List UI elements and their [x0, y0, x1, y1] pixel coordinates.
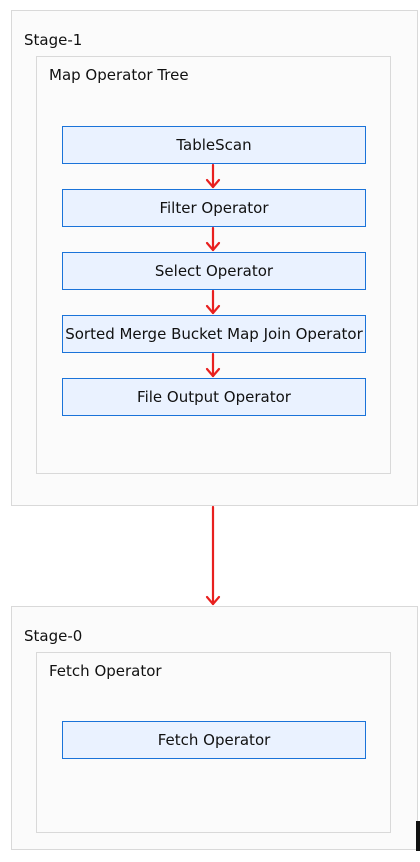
stage-0-title: Stage-0 [24, 627, 83, 645]
operator-select[interactable]: Select Operator [62, 252, 366, 290]
operator-smb-map-join[interactable]: Sorted Merge Bucket Map Join Operator [62, 315, 366, 353]
scrollbar-edge [416, 821, 420, 851]
map-operator-tree-title: Map Operator Tree [49, 66, 189, 84]
arrow-stage1-to-stage0 [205, 505, 221, 606]
operator-filter[interactable]: Filter Operator [62, 189, 366, 227]
fetch-operator-tree-title: Fetch Operator [49, 662, 162, 680]
stage-1-title: Stage-1 [24, 31, 83, 49]
operator-tablescan[interactable]: TableScan [62, 126, 366, 164]
operator-file-output[interactable]: File Output Operator [62, 378, 366, 416]
operator-fetch[interactable]: Fetch Operator [62, 721, 366, 759]
